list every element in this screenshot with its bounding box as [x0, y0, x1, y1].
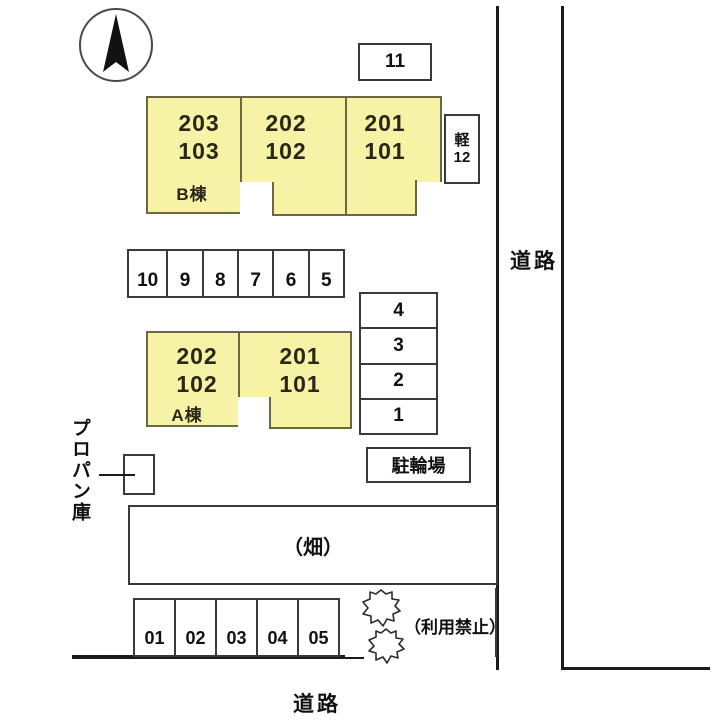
building-a-block-right-lower — [269, 397, 352, 429]
parking-stall-7[interactable]: 7 — [236, 249, 275, 298]
road-east-left-edge — [496, 6, 499, 670]
parking-stall-03[interactable]: 03 — [215, 598, 258, 657]
road-east-right-edge — [561, 6, 564, 670]
parking-stall-2[interactable]: 2 — [359, 362, 438, 400]
parking-stall-10[interactable]: 10 — [127, 249, 169, 298]
parking-stall-7-label: 7 — [250, 270, 261, 291]
parking-stall-10-label: 10 — [137, 270, 159, 291]
building-a-unit-1-upper: 202 — [176, 343, 218, 369]
parking-stall-2-label: 2 — [393, 370, 404, 392]
building-a-block-right-upper — [238, 331, 352, 397]
tree-icon-lower — [368, 628, 405, 664]
parking-column-right: 4 3 2 1 — [359, 292, 438, 435]
building-b-block-right-lower — [345, 182, 417, 216]
parking-stall-01-label: 01 — [144, 628, 165, 648]
parking-row-bottom: 01 02 03 04 05 — [133, 598, 340, 657]
parking-stall-3-label: 3 — [393, 334, 404, 356]
building-b-unit-1-lower: 103 — [178, 138, 220, 164]
building-a-block-left — [146, 331, 238, 427]
bicycle-parking-label: 駐輪場 — [391, 456, 446, 476]
building-b-unit-3-lower: 101 — [364, 138, 406, 164]
building-b-unit-2-upper: 202 — [265, 110, 307, 136]
parking-stall-8[interactable]: 8 — [201, 249, 239, 298]
building-a-unit-1-lower: 102 — [176, 371, 218, 397]
parking-stall-11[interactable]: 11 — [358, 43, 432, 81]
parking-stall-6[interactable]: 6 — [272, 249, 310, 298]
parking-stall-5[interactable]: 5 — [307, 249, 345, 298]
building-a-unit-2-upper: 201 — [279, 343, 321, 369]
building-a-unit-2-lower: 101 — [279, 371, 321, 397]
north-arrow-icon — [79, 8, 153, 82]
building-b-block-right-upper — [345, 96, 442, 182]
building-b-unit-1-upper: 203 — [178, 110, 220, 136]
parking-stall-1[interactable]: 1 — [359, 397, 438, 435]
parking-stall-light-12[interactable]: 軽 12 — [444, 114, 480, 184]
parking-stall-04-label: 04 — [267, 628, 288, 648]
parking-stall-9[interactable]: 9 — [166, 249, 204, 298]
parking-stall-light-kanji: 軽 — [454, 131, 470, 149]
building-b-block-left — [146, 96, 240, 214]
parking-stall-4-label: 4 — [393, 299, 404, 321]
parking-stall-3[interactable]: 3 — [359, 327, 438, 365]
site-south-boundary — [72, 655, 364, 659]
parking-stall-light-number: 12 — [453, 149, 471, 166]
building-b-unit-3-upper: 201 — [364, 110, 406, 136]
field-area: （畑） — [128, 505, 498, 585]
parking-stall-1-label: 1 — [393, 405, 404, 427]
building-b-step-edge — [415, 180, 417, 184]
parking-stall-04[interactable]: 04 — [256, 598, 299, 657]
parking-stall-03-label: 03 — [226, 628, 247, 648]
building-b-unit-2-lower: 102 — [265, 138, 307, 164]
road-south-label: 道路 — [293, 693, 341, 716]
road-east-label: 道路 — [510, 250, 558, 273]
building-a-name: A棟 — [171, 406, 203, 425]
parking-stall-01[interactable]: 01 — [133, 598, 176, 657]
tree-icon-upper — [362, 589, 401, 627]
road-east-bottom-edge — [561, 667, 710, 670]
building-b-block-mid-upper — [240, 96, 345, 182]
no-use-label: （利用禁止） — [404, 618, 506, 637]
propane-storage-leader-line — [99, 474, 135, 476]
parking-stall-6-label: 6 — [285, 270, 297, 291]
building-b-name: B棟 — [176, 185, 208, 204]
bicycle-parking-area[interactable]: 駐輪場 — [366, 447, 471, 483]
parking-stall-02-label: 02 — [185, 628, 206, 648]
parking-stall-4[interactable]: 4 — [359, 292, 438, 330]
parking-row-upper: 10 9 8 7 6 5 — [127, 249, 345, 298]
parking-stall-05-label: 05 — [308, 628, 329, 648]
parking-stall-8-label: 8 — [215, 270, 226, 291]
parking-stall-11-label: 11 — [384, 51, 406, 72]
parking-stall-5-label: 5 — [321, 270, 332, 291]
propane-storage-label: プロパン庫 — [69, 418, 90, 523]
parking-stall-02[interactable]: 02 — [174, 598, 217, 657]
parking-stall-05[interactable]: 05 — [297, 598, 340, 657]
field-label: （畑） — [283, 536, 343, 559]
parking-stall-9-label: 9 — [179, 270, 191, 291]
building-b-block-mid-lower — [272, 182, 345, 216]
